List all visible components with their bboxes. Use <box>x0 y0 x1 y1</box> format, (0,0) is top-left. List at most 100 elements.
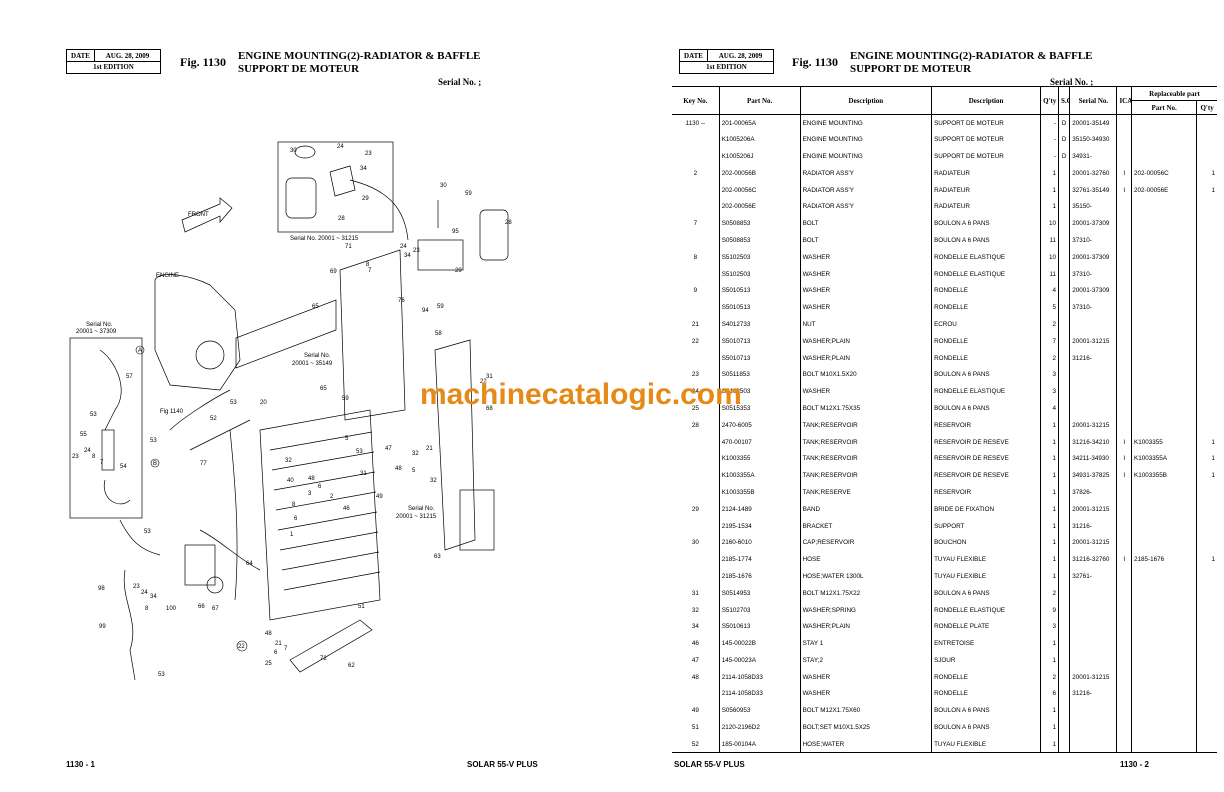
cell-description-fr: RONDELLE <box>931 299 1042 317</box>
cell-rep-part-no <box>1131 383 1198 401</box>
tank-shape-inset <box>285 177 317 219</box>
cell-key-no: 25 <box>672 400 720 417</box>
cell-rep-qty <box>1197 618 1217 635</box>
cell-rep-part-no <box>1131 702 1198 720</box>
cell-rep-part-no <box>1131 534 1198 552</box>
cell-rep-part-no: K1003355B <box>1131 467 1198 485</box>
cell-part-no: S0508853 <box>719 215 801 233</box>
callout-number: 29 <box>362 196 369 202</box>
cell-rep-qty <box>1197 719 1217 736</box>
cell-serial: 37826- <box>1069 484 1118 501</box>
cell-ica <box>1116 702 1133 720</box>
right-page-number: 1130 - 2 <box>1120 760 1149 769</box>
cell-key-no: 21 <box>672 316 720 333</box>
cell-qty: 1 <box>1040 551 1060 569</box>
cell-ica <box>1116 131 1133 149</box>
cell-description-en: WASHER <box>800 299 933 317</box>
cell-ica <box>1116 601 1133 619</box>
cell-sc <box>1058 584 1071 602</box>
cell-qty: 1 <box>1040 534 1060 552</box>
cell-description-en: BAND <box>800 500 933 518</box>
callout-number: 59 <box>465 191 472 197</box>
cell-sc <box>1058 618 1071 636</box>
callout-number: 21 <box>426 446 433 452</box>
serial-d-range: 20001 ~ 31215 <box>396 514 437 520</box>
cell-rep-part-no <box>1131 198 1198 216</box>
edition-label: 1st EDITION <box>93 63 134 71</box>
cell-part-no: K1003355B <box>719 484 801 501</box>
serial-b-range: 20001 ~ 35149 <box>292 361 333 367</box>
callout-number: 32 <box>412 451 419 457</box>
header-qty: Q'ty <box>1040 86 1060 115</box>
cell-key-no <box>672 467 720 485</box>
date-label: DATE <box>67 49 95 62</box>
cell-key-no: 51 <box>672 719 720 736</box>
cell-serial: 20001-31215 <box>1069 416 1118 434</box>
ref-22-label: 22 <box>238 644 245 650</box>
left-model-name: SOLAR 55-V PLUS <box>467 760 538 769</box>
cell-ica: I <box>1116 551 1133 569</box>
inset-box-tank <box>277 141 394 233</box>
callout-number: 23 <box>365 151 372 157</box>
edition-label-right: 1st EDITION <box>706 63 747 71</box>
cell-serial: 20001-32760 <box>1069 164 1118 182</box>
cell-qty: 1 <box>1040 517 1060 535</box>
cell-sc: D <box>1058 131 1071 149</box>
left-page-number: 1130 - 1 <box>66 760 95 769</box>
header-ica: ICA <box>1116 86 1133 115</box>
cell-description-fr: RONDELLE <box>931 685 1042 703</box>
cell-description-fr: RONDELLE <box>931 282 1042 300</box>
callout-number: 65 <box>312 304 319 310</box>
cell-description-fr: RESERVOIR DE RESEVE <box>931 450 1042 468</box>
cell-rep-qty: 1 <box>1211 438 1215 446</box>
cell-serial: 20001-31215 <box>1069 668 1118 686</box>
cell-serial <box>1069 316 1118 333</box>
cell-qty: 10 <box>1040 248 1060 266</box>
cell-sc <box>1058 568 1071 585</box>
cell-part-no: S5102503 <box>719 265 801 283</box>
cell-rep-part-no <box>1131 719 1198 736</box>
cell-key-no: 31 <box>672 584 720 602</box>
cell-rep-qty <box>1197 215 1217 232</box>
callout-number: 30 <box>440 183 447 189</box>
cell-sc <box>1058 248 1071 266</box>
cell-rep-qty <box>1197 148 1217 165</box>
cell-part-no: 2114-1058D33 <box>719 685 801 703</box>
cell-description-fr: SUPPORT DE MOTEUR <box>931 114 1042 132</box>
callout-number: 24 <box>400 244 407 250</box>
callout-number: 55 <box>80 432 87 438</box>
cell-key-no: 29 <box>672 500 720 518</box>
cell-rep-part-no <box>1131 618 1198 636</box>
cell-serial: 31216-34210 <box>1069 433 1118 451</box>
callout-number: 94 <box>422 308 429 314</box>
cell-part-no: 185-00104A <box>719 735 801 754</box>
callout-number: 47 <box>385 446 392 452</box>
cell-ica <box>1116 299 1133 317</box>
cell-qty: 1 <box>1040 416 1060 434</box>
cell-sc: D <box>1058 148 1071 165</box>
callout-number: 1 <box>290 532 294 538</box>
cell-ica: I <box>1116 467 1133 485</box>
cell-sc <box>1058 349 1071 367</box>
callout-number: 53 <box>144 529 151 535</box>
date-value-right: AUG. 28, 2009 <box>718 51 763 60</box>
callout-number: 100 <box>166 606 177 612</box>
cell-ica <box>1116 282 1133 300</box>
cell-qty: 10 <box>1040 215 1060 233</box>
cell-part-no: 2120-2196D2 <box>719 719 801 736</box>
cell-part-no: K1003355A <box>719 467 801 485</box>
cell-qty: - <box>1040 148 1060 165</box>
callout-number: 62 <box>348 663 355 669</box>
cell-sc <box>1058 500 1071 518</box>
cell-rep-part-no: K1003355A <box>1131 450 1198 468</box>
callout-number: 59 <box>342 396 349 402</box>
